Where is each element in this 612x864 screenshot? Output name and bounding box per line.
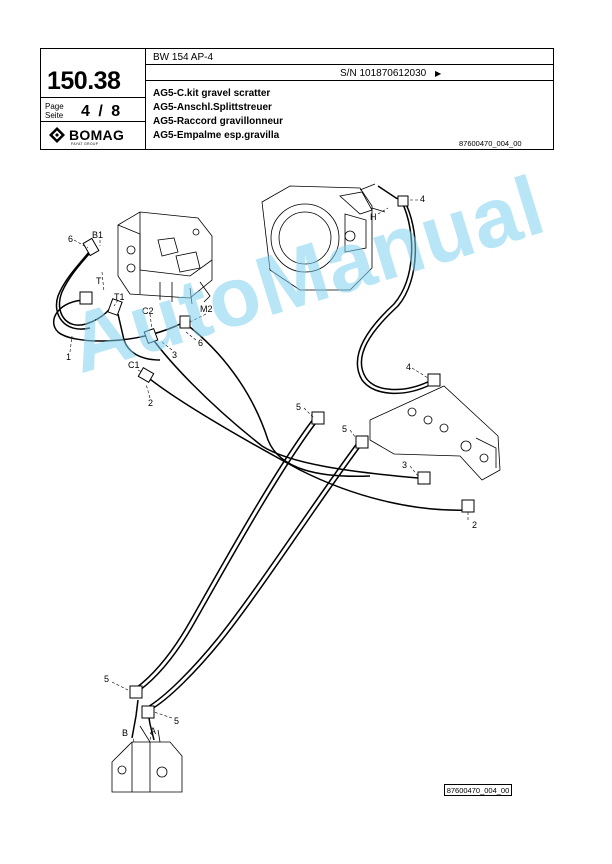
callout-C2: C2 — [142, 306, 154, 316]
title-block: AG5-C.kit gravel scratter AG5-Anschl.Spl… — [153, 87, 283, 143]
mounting-bracket — [369, 385, 501, 481]
header-box: 150.38 Page Seite 4 / 8 BOMAG FAYAT GROU… — [40, 48, 554, 150]
title-de: AG5-Anschl.Splittstreuer — [153, 102, 272, 113]
page-number: 150.38 — [47, 67, 121, 95]
callout-2b: 2 — [472, 520, 477, 530]
title-en: AG5-C.kit gravel scratter — [153, 88, 271, 99]
page-separator: / — [98, 103, 103, 120]
page-fraction: 4 / 8 — [81, 103, 120, 121]
callout-4b: 4 — [406, 362, 411, 372]
diagram-stamp: 87600470_004_00 — [444, 784, 512, 796]
callout-T: T — [96, 276, 102, 286]
title-es: AG5-Empalme esp.gravilla — [153, 130, 280, 141]
callout-2a: 2 — [148, 398, 153, 408]
callout-3b: 3 — [402, 460, 407, 470]
callout-5c: 5 — [104, 674, 109, 684]
callout-5a: 5 — [296, 402, 301, 412]
callout-H: H — [370, 212, 377, 222]
callout-C1: C1 — [128, 360, 140, 370]
callout-1: 1 — [66, 352, 71, 362]
bomag-logo: BOMAG — [49, 127, 124, 143]
serial-arrow-icon: ▶ — [434, 69, 442, 78]
title-fr: AG5-Raccord gravillonneur — [153, 116, 284, 127]
callout-6b: 6 — [198, 338, 203, 348]
callout-6a: 6 — [68, 234, 73, 244]
serial-number: S/N 101870612030 ▶ — [340, 68, 441, 79]
callout-5b: 5 — [342, 424, 347, 434]
callout-A: A — [150, 726, 156, 736]
callout-5d: 5 — [174, 716, 179, 726]
callout-4a: 4 — [420, 194, 425, 204]
header-rule — [41, 97, 145, 98]
page-current: 4 — [81, 103, 90, 120]
header-rule — [145, 80, 553, 81]
callout-T1: T1 — [114, 292, 125, 302]
header-rule — [145, 64, 553, 65]
callout-B: B — [122, 728, 128, 738]
document-id: 87600470_004_00 — [459, 139, 522, 148]
hydraulic-motor — [111, 725, 183, 793]
callout-M2: M2 — [200, 304, 213, 314]
seite-label: Seite — [45, 111, 64, 120]
hydraulic-diagram: 6 B1 T T1 1 C2 M2 3 6 C1 2 4 H 4 5 5 3 2… — [52, 183, 501, 793]
valve-block — [117, 211, 213, 305]
serial-text: S/N 101870612030 — [340, 68, 427, 79]
brand-subtitle: FAYAT GROUP — [71, 142, 99, 146]
page-label: Page — [45, 102, 64, 111]
callout-B1: B1 — [92, 230, 103, 240]
callout-3a: 3 — [172, 350, 177, 360]
bomag-diamond-icon — [49, 127, 65, 143]
page-total: 8 — [111, 103, 121, 120]
brand-name: BOMAG — [69, 127, 125, 143]
model-name: BW 154 AP-4 — [153, 52, 214, 63]
pump-housing — [261, 183, 386, 291]
header-divider — [145, 49, 146, 149]
header-rule — [41, 121, 145, 122]
